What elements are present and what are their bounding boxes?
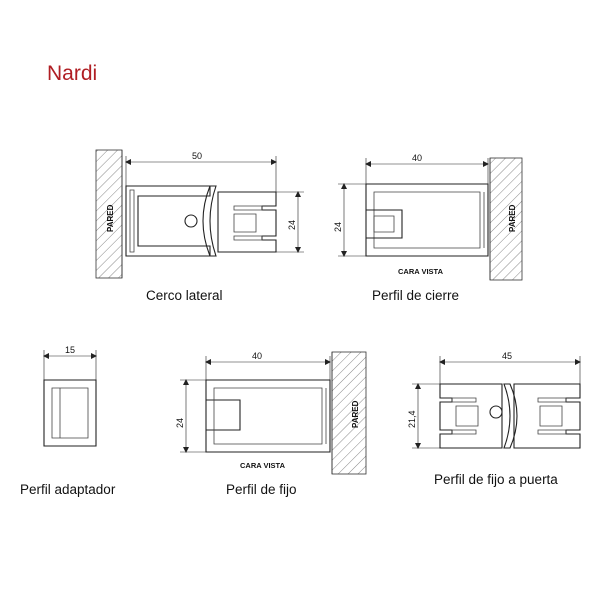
width-dim: 40 bbox=[412, 153, 422, 163]
caption-perfil-fijo: Perfil de fijo bbox=[226, 482, 297, 497]
width-dim: 45 bbox=[502, 351, 512, 361]
height-dim: 24 bbox=[287, 220, 297, 230]
height-dim: 24 bbox=[175, 418, 185, 428]
cerco-lateral-drawing: PARED 50 24 bbox=[95, 149, 304, 279]
face-label: CARA VISTA bbox=[398, 267, 444, 276]
wall-label: PARED bbox=[106, 204, 115, 232]
brand-title: Nardi bbox=[47, 62, 98, 85]
width-dim: 50 bbox=[192, 151, 202, 161]
frame-outline bbox=[125, 185, 211, 257]
height-dim: 21,4 bbox=[407, 410, 417, 428]
width-dim: 15 bbox=[65, 345, 75, 355]
e-profile bbox=[217, 191, 277, 253]
wall-label: PARED bbox=[351, 400, 360, 428]
wall-label: PARED bbox=[508, 204, 517, 232]
wall-hatch bbox=[489, 157, 523, 281]
wall-hatch bbox=[331, 351, 367, 475]
height-dim: 24 bbox=[333, 222, 343, 232]
caption-cerco-lateral: Cerco lateral bbox=[146, 288, 223, 303]
perfil-cierre-drawing: PARED CARA VISTA 40 24 bbox=[333, 153, 523, 281]
caption-perfil-cierre: Perfil de cierre bbox=[372, 288, 460, 303]
perfil-adaptador-drawing: 15 bbox=[43, 345, 97, 447]
caption-perfil-adaptador: Perfil adaptador bbox=[20, 482, 116, 497]
perfil-fijo-puerta-drawing: 45 21,4 bbox=[407, 351, 581, 449]
face-label: CARA VISTA bbox=[240, 461, 286, 470]
caption-perfil-fijo-puerta: Perfil de fijo a puerta bbox=[434, 472, 558, 487]
width-dim: 40 bbox=[252, 351, 262, 361]
perfil-fijo-drawing: PARED CARA VISTA 40 24 bbox=[175, 351, 367, 475]
